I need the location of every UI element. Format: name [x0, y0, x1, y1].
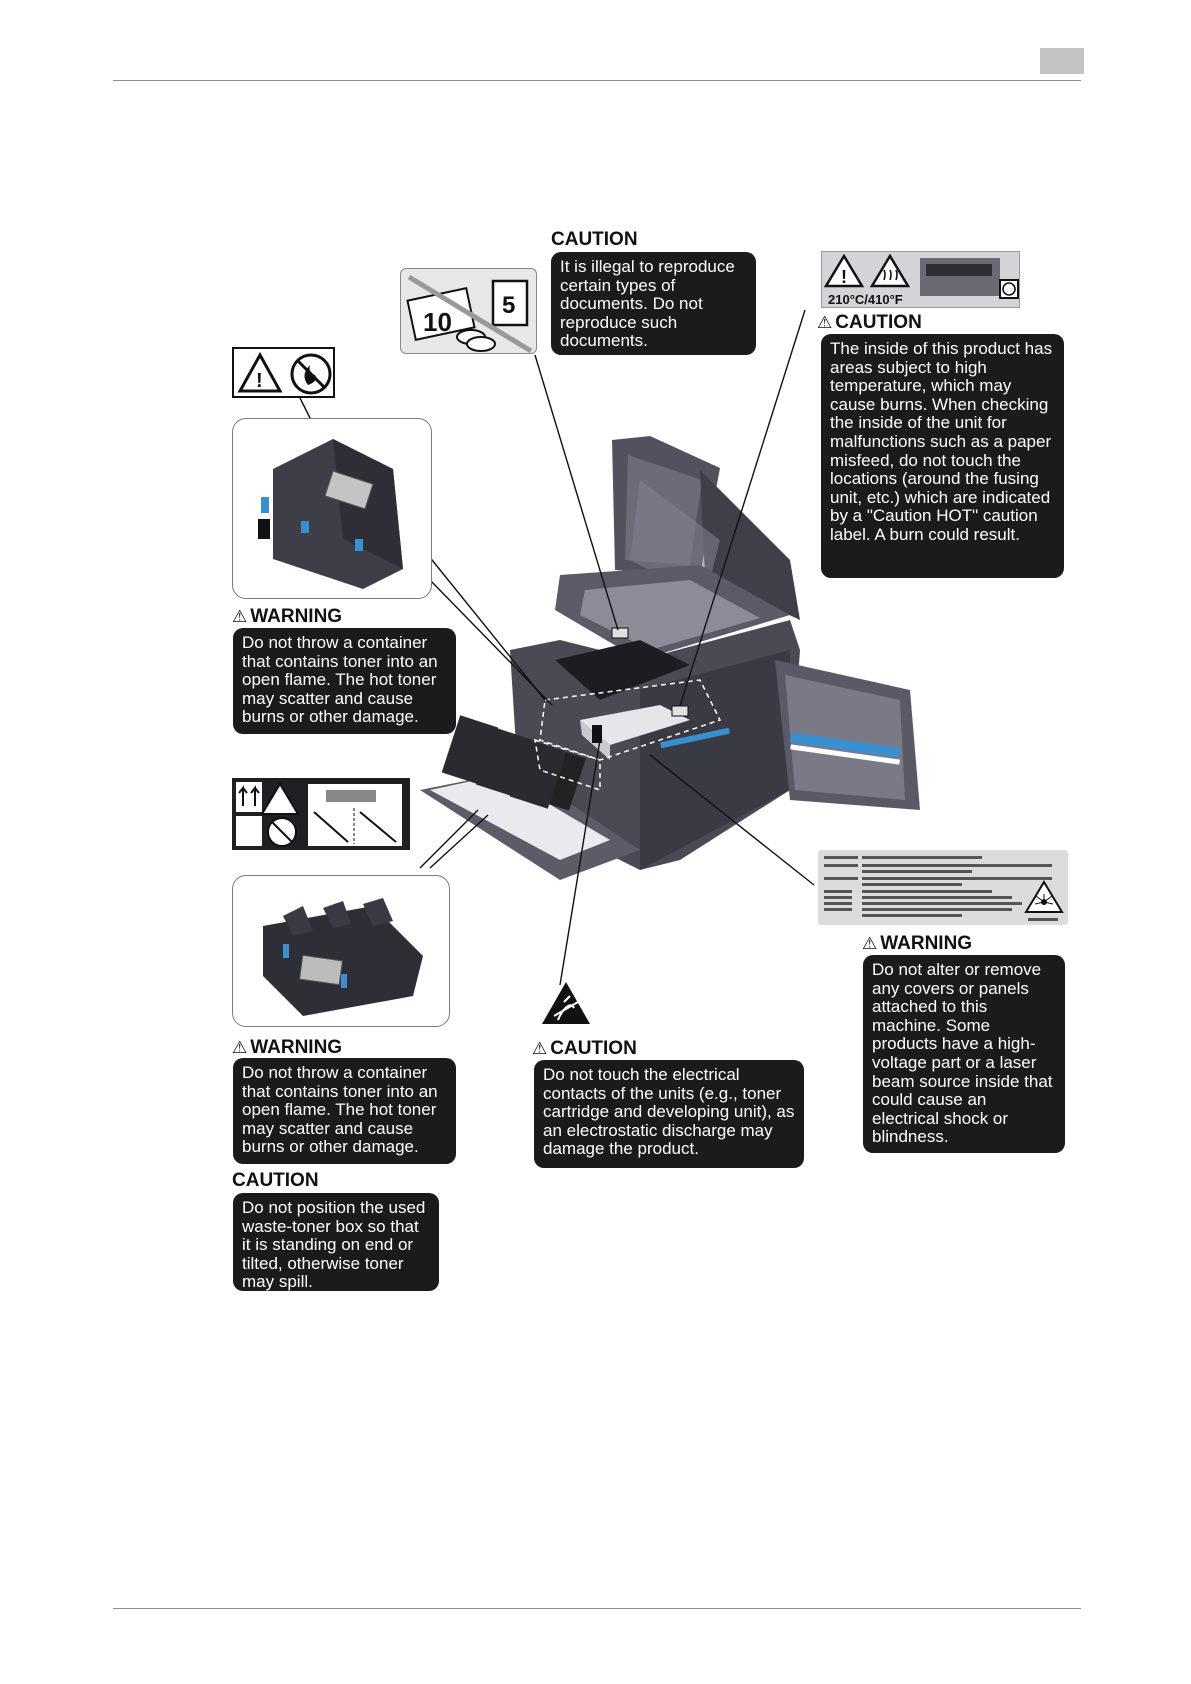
toner-cartridge-panel	[232, 418, 432, 599]
leader-lines	[299, 309, 815, 986]
counterfeit-pictogram: 10 5	[400, 268, 537, 354]
warning-triangle-icon: ⚠	[232, 607, 248, 626]
warning-toner-2-box: Do not throw a container that contains t…	[233, 1058, 456, 1164]
caution-waste-heading: CAUTION	[232, 1170, 319, 1191]
warning-covers-box: Do not alter or remove any covers or pan…	[863, 955, 1065, 1153]
toner-fire-pictogram: !	[232, 347, 335, 398]
warning-triangle-icon	[823, 253, 865, 288]
header-rule	[113, 80, 1081, 81]
svg-text:!: !	[841, 267, 847, 287]
caution-static-box: Do not touch the electrical contacts of …	[534, 1060, 804, 1168]
caution-static-heading: ⚠CAUTION	[532, 1038, 637, 1059]
counterfeit-note-text: 10	[423, 307, 452, 337]
header-tab	[1040, 48, 1084, 74]
waste-toner-panel	[232, 875, 450, 1027]
hot-temperature-text: 210°C/410°F	[828, 292, 903, 307]
footer-rule	[113, 1608, 1081, 1609]
svg-text:!: !	[256, 370, 263, 392]
warning-triangle-icon: ⚠	[862, 934, 878, 953]
laser-warning-label	[818, 850, 1068, 925]
caution-hot-heading: ⚠CAUTION	[817, 312, 922, 333]
hot-caution-label: ! 210°C/410°F	[821, 251, 1020, 308]
warning-triangle-icon: ⚠	[232, 1038, 248, 1057]
esd-icon	[542, 982, 590, 1024]
caution-reproduce-box: It is illegal to reproduce certain types…	[551, 252, 756, 355]
warning-toner-1-heading: ⚠WARNING	[232, 606, 343, 627]
warning-toner-2-heading: ⚠WARNING	[232, 1037, 343, 1058]
warning-toner-1-box: Do not throw a container that contains t…	[233, 628, 456, 734]
warning-triangle-icon	[237, 351, 283, 393]
warning-triangle-icon: ⚠	[817, 313, 833, 332]
caution-waste-box: Do not position the used waste-toner box…	[233, 1193, 439, 1291]
caution-reproduce-heading: CAUTION	[551, 229, 638, 250]
warning-covers-heading: ⚠WARNING	[862, 933, 973, 954]
counterfeit-stamp-text: 5	[502, 292, 515, 319]
warning-triangle-icon: ⚠	[532, 1039, 548, 1058]
waste-toner-pictogram	[232, 778, 410, 850]
printer-illustration	[420, 436, 920, 880]
this-side-up-icon	[236, 782, 262, 812]
caution-hot-box: The inside of this product has areas sub…	[821, 334, 1064, 578]
